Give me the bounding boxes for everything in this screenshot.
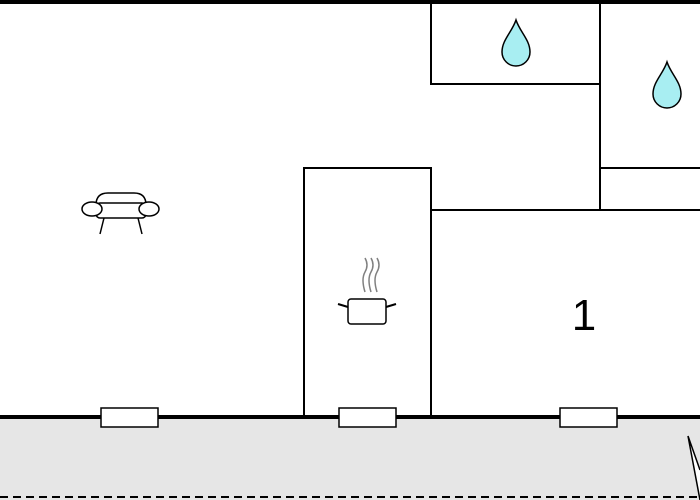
door-swing	[687, 435, 700, 500]
window	[559, 407, 618, 428]
water-drop-icon	[501, 17, 531, 67]
room-number-label: 1	[572, 291, 596, 340]
window	[338, 407, 397, 428]
terrace-area	[0, 417, 700, 500]
sofa-icon	[81, 192, 160, 235]
cooking-pot-icon	[337, 257, 397, 325]
bathroom-1-walls	[430, 0, 600, 85]
kitchen-walls	[303, 167, 432, 417]
window	[100, 407, 159, 428]
water-drop-icon	[652, 59, 682, 109]
